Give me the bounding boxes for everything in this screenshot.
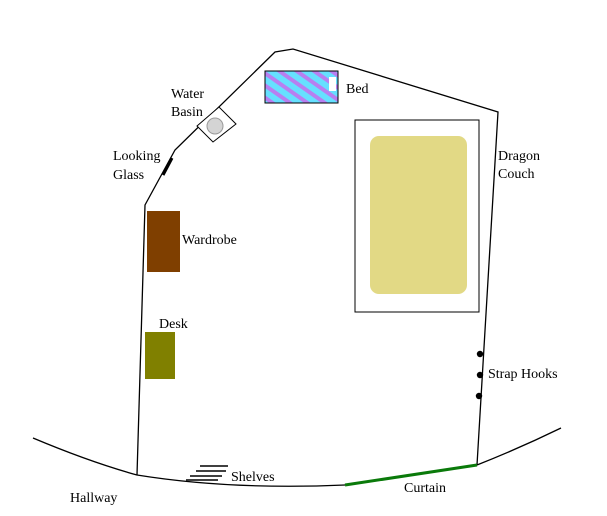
label-glass: Glass [113, 168, 144, 183]
label-water: Water [171, 87, 204, 102]
shelves[interactable] [186, 465, 228, 481]
hallway-wall-left [32, 437, 346, 487]
label-couch: Couch [498, 167, 535, 182]
hallway-wall-right [476, 427, 562, 466]
desk[interactable] [145, 332, 175, 379]
wardrobe[interactable] [147, 211, 180, 272]
room-wall [136, 48, 499, 476]
label-hallway: Hallway [70, 491, 117, 506]
strap-hook[interactable] [476, 371, 484, 379]
curtain-line[interactable] [344, 463, 478, 487]
bed-rect[interactable] [264, 70, 339, 104]
water-basin-bowl [206, 117, 224, 135]
bed-pillow [329, 77, 336, 91]
label-bed: Bed [346, 82, 369, 97]
label-wardrobe: Wardrobe [182, 233, 237, 248]
label-dragon: Dragon [498, 149, 540, 164]
strap-hook[interactable] [475, 392, 483, 400]
label-desk: Desk [159, 317, 188, 332]
looking-glass[interactable] [161, 157, 174, 176]
dragon-couch-cushion [370, 136, 467, 294]
label-basin: Basin [171, 105, 203, 120]
label-curtain: Curtain [404, 481, 446, 496]
label-shelves: Shelves [231, 470, 275, 485]
strap-hook[interactable] [476, 350, 484, 358]
label-looking: Looking [113, 149, 160, 164]
label-strap-hooks: Strap Hooks [488, 367, 558, 382]
